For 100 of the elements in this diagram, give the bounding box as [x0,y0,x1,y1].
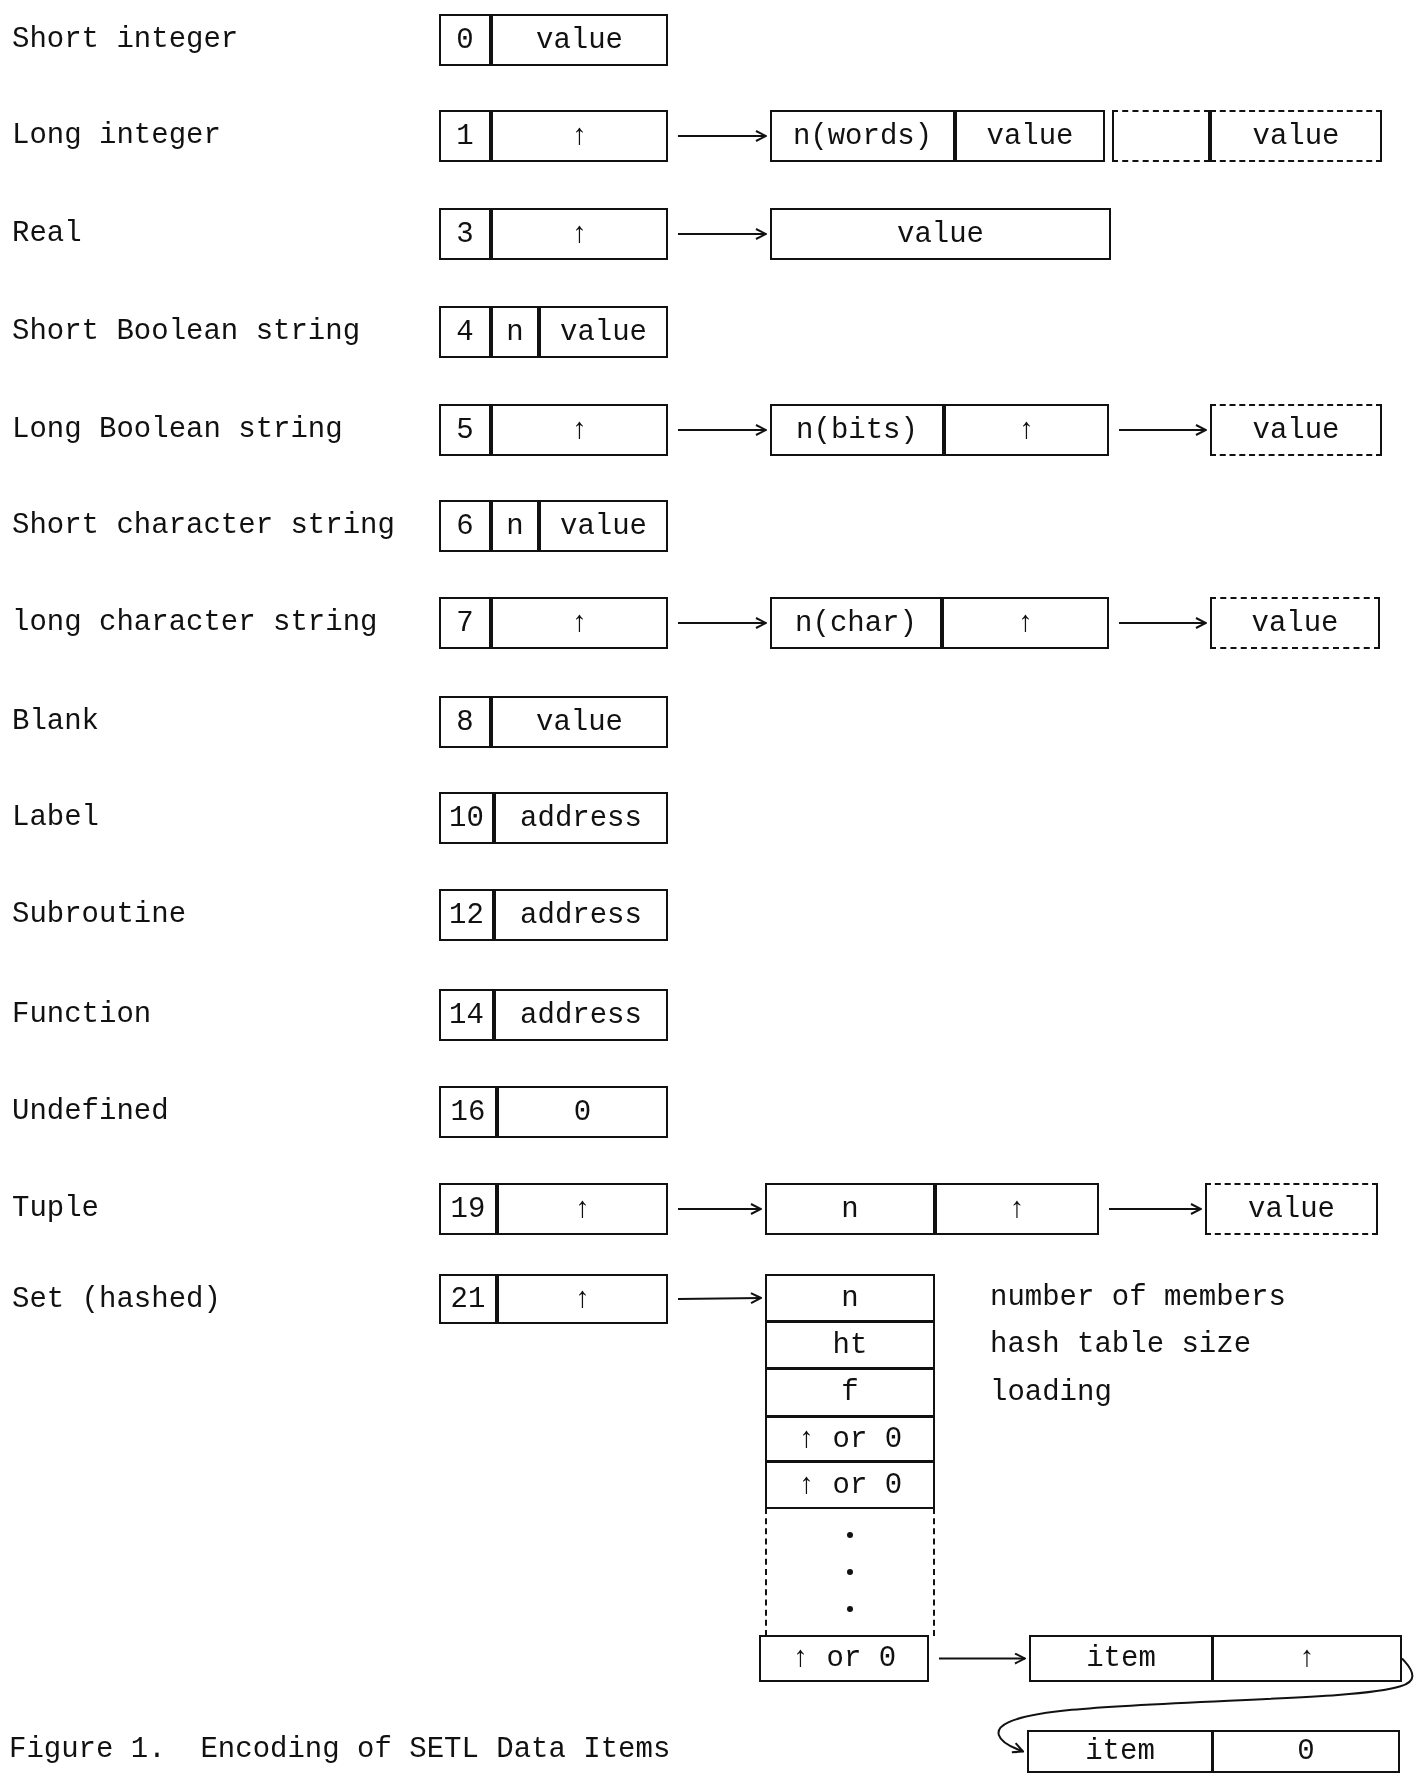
record-cell [491,500,539,552]
type-label: Subroutine [12,898,187,932]
record-cell [491,404,668,456]
type-label: Tuple [12,1192,99,1226]
record-cell [439,306,491,358]
cell-text: n(bits) [796,413,918,447]
arrow [938,1652,1026,1665]
cell-text: ↑ [1298,1642,1316,1675]
caption: Figure 1. Encoding of SETL Data Items [9,1733,671,1767]
record-cell [439,208,491,260]
cell-text: ht [832,1328,868,1362]
cell-text: 14 [449,998,484,1032]
arrow [677,228,767,240]
record-cell [497,1086,668,1138]
arrow [677,424,767,436]
cell-text: 19 [450,1192,486,1226]
cell-text: ↑ [570,217,589,251]
cell-text: address [520,898,642,932]
record-cell [494,889,668,941]
cell-text: item [1086,1642,1156,1675]
record-cell [494,989,668,1041]
field-description: number of members [990,1281,1286,1315]
type-label: Short character string [12,509,395,543]
record-cell [770,110,955,162]
record-cell [439,696,491,748]
cell-text: value [536,23,623,57]
type-label: Real [12,217,82,251]
cell-text: 12 [449,898,484,932]
record-cell [1210,404,1382,456]
cell-text: value [897,217,984,251]
record-cell [765,1274,935,1322]
record-cell [1210,110,1382,162]
type-label: Short Boolean string [12,315,361,349]
cell-text: 3 [456,217,474,251]
arrow [677,1203,762,1215]
type-label: Undefined [12,1095,169,1129]
record-cell [494,792,668,844]
cell-text: n [841,1281,859,1315]
type-label: Long integer [12,119,221,153]
cell-text: n [841,1192,859,1226]
record-cell [497,1183,668,1235]
cell-text: n [506,509,524,543]
record-cell [439,792,494,844]
record-cell [439,404,491,456]
cell-text: ↑ [573,1192,592,1226]
record-cell [1205,1183,1378,1235]
record-cell [439,1183,497,1235]
record-cell [491,14,668,66]
type-label: Function [12,998,152,1032]
record-cell [491,597,668,649]
record-cell [497,1274,668,1324]
record-cell [439,597,491,649]
cell-text: value [536,705,623,739]
record-cell [765,1183,935,1235]
dashed-cell [1112,110,1210,162]
cell-text: n [506,315,524,349]
record-cell [765,1416,935,1462]
record-cell [439,1086,497,1138]
record-cell [491,696,668,748]
cell-text: ↑ [1017,413,1036,447]
cell-text: item [1085,1735,1155,1768]
arrow [677,130,767,142]
record-cell [539,500,668,552]
type-label: Blank [12,705,99,739]
record-cell [539,306,668,358]
cell-text: 10 [449,801,484,835]
cell-text: n(char) [795,606,917,640]
cell-text: ↑ [1016,606,1035,640]
cell-text: ↑ [1008,1192,1026,1226]
type-label: Set (hashed) [12,1283,221,1317]
record-cell [1212,1635,1402,1682]
record-cell [439,1274,497,1324]
arrow [1118,424,1207,436]
record-cell [765,1368,935,1417]
record-cell [770,208,1111,260]
cell-text: ↑ or 0 [797,1468,903,1502]
cell-text: f [841,1376,859,1409]
cell-text: value [560,509,647,543]
arrow [677,617,767,629]
field-description: hash table size [990,1328,1252,1362]
record-cell [765,1321,935,1369]
type-label: long character string [12,606,378,640]
record-cell [1027,1730,1213,1773]
type-label: Label [12,801,99,835]
type-label: Long Boolean string [12,413,343,447]
record-cell [765,1461,935,1509]
cell-text: address [520,801,642,835]
cell-text: 4 [456,315,474,349]
record-cell [439,14,491,66]
dashed-cell [765,1508,935,1636]
record-cell [1210,597,1380,649]
cell-text: ↑ [570,413,589,447]
cell-text: ↑ [570,119,589,153]
record-cell [955,110,1105,162]
cell-text: 7 [456,606,474,640]
cell-text: 6 [456,509,474,543]
cell-text: value [1251,606,1339,640]
cell-text: ↑ or 0 [791,1642,897,1675]
record-cell [942,597,1109,649]
record-cell [944,404,1109,456]
